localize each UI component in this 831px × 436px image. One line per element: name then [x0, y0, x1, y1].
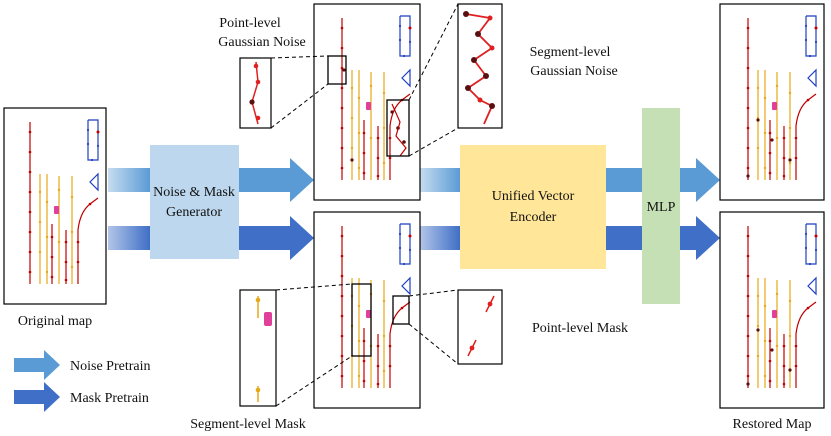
- noise-mask-generator-block: Noise & Mask Generator: [150, 145, 239, 259]
- mask-pretrain-swatch: [14, 382, 60, 412]
- generator-label-line2: Generator: [166, 205, 222, 220]
- point-noise-label-line2: Gaussian Noise: [218, 35, 306, 50]
- segment-mask-inset: [239, 283, 353, 407]
- encoder-label-line2: Encoder: [510, 210, 557, 225]
- noise-pretrain-swatch: [14, 350, 60, 380]
- legend-mask-label: Mask Pretrain: [70, 391, 149, 406]
- original-map-panel: [3, 107, 107, 305]
- mask-pretrain-arrows: [108, 216, 720, 260]
- noisy-map-panel: [313, 3, 421, 201]
- point-mask-label: Point-level Mask: [532, 321, 628, 336]
- restored-map-bottom: [719, 211, 825, 409]
- segment-noise-label-line1: Segment-level: [530, 45, 611, 60]
- unified-encoder-block: Unified Vector Encoder: [460, 145, 606, 269]
- segment-noise-label-line2: Gaussian Noise: [530, 64, 618, 79]
- restored-map-top: [719, 3, 825, 201]
- car-icon: [264, 312, 272, 326]
- mlp-block: MLP: [642, 108, 680, 304]
- point-noise-inset: [239, 55, 329, 129]
- segment-mask-label: Segment-level Mask: [190, 417, 305, 432]
- noise-pretrain-arrows: [108, 158, 720, 202]
- original-map-label: Original map: [18, 314, 92, 329]
- point-mask-inset: [408, 289, 503, 365]
- restored-map-label: Restored Map: [733, 417, 812, 432]
- legend-noise-label: Noise Pretrain: [70, 359, 150, 374]
- encoder-label-line1: Unified Vector: [492, 189, 575, 204]
- point-noise-label-line1: Point-level: [219, 16, 281, 31]
- legend: Noise Pretrain Mask Pretrain: [14, 350, 150, 412]
- mlp-label: MLP: [647, 200, 676, 215]
- segment-noise-inset: [408, 3, 503, 157]
- generator-label-line1: Noise & Mask: [153, 185, 235, 200]
- masked-map-panel: [313, 211, 421, 409]
